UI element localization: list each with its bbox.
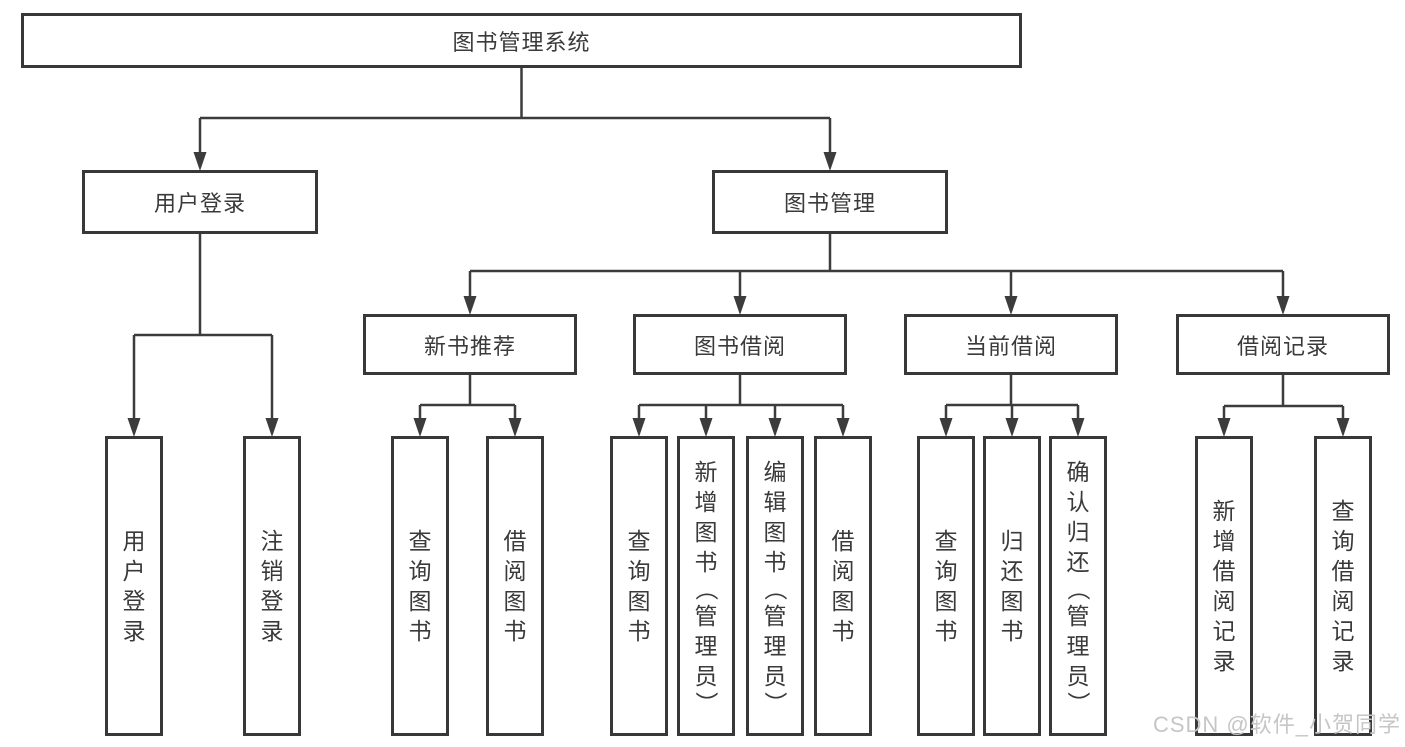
- node-label: 图书借阅: [693, 333, 786, 359]
- leaf-edit-book-admin: 编辑图书（管理员）: [746, 436, 804, 736]
- node-book-management: 图书管理: [712, 170, 948, 234]
- node-label: 注销登录: [260, 528, 284, 644]
- node-label: 图书管理: [783, 191, 876, 216]
- node-book-borrow: 图书借阅: [633, 314, 847, 375]
- arrowheads: [127, 152, 1350, 437]
- connector-new-book-recommend-to-leaves: [418, 375, 517, 421]
- node-label: 图书管理系统: [452, 29, 591, 55]
- node-label: 查询图书: [408, 528, 432, 644]
- node-label: 新书推荐: [423, 333, 516, 359]
- leaf-borrow-books-recommend: 借阅图书: [486, 436, 544, 736]
- node-label: 借阅图书: [503, 528, 527, 644]
- node-label: 编辑图书（管理员）: [762, 459, 788, 715]
- node-borrow-records: 借阅记录: [1176, 314, 1390, 375]
- connector-book-borrow-to-leaves: [637, 375, 845, 421]
- leaf-query-borrow-record: 查询借阅记录: [1314, 436, 1372, 736]
- connector-book-management-to-level3: [468, 234, 1285, 299]
- leaf-logout-login: 注销登录: [243, 436, 301, 736]
- node-library-management-system: 图书管理系统: [21, 13, 1022, 68]
- leaf-query-books-current: 查询图书: [917, 436, 975, 736]
- node-label: 用户登录: [122, 528, 146, 644]
- leaf-return-books: 归还图书: [983, 436, 1041, 736]
- node-label: 当前借阅: [964, 333, 1057, 359]
- node-label: 借阅图书: [831, 528, 855, 644]
- node-label: 新增图书（管理员）: [693, 459, 719, 715]
- node-label: 查询图书: [627, 528, 651, 644]
- node-current-borrow: 当前借阅: [904, 314, 1118, 375]
- node-label: 新增借阅记录: [1212, 498, 1236, 674]
- node-label: 用户登录: [153, 191, 246, 216]
- leaf-user-login: 用户登录: [105, 436, 163, 736]
- leaf-borrow-books-borrow: 借阅图书: [814, 436, 872, 736]
- connector-user-login-to-leaves: [132, 234, 274, 421]
- leaf-query-books-borrow: 查询图书: [610, 436, 668, 736]
- connector-borrow-records-to-leaves: [1222, 375, 1345, 421]
- csdn-watermark: CSDN @软件_小贺同学: [1152, 712, 1401, 737]
- leaf-add-borrow-record: 新增借阅记录: [1195, 436, 1253, 736]
- node-user-login: 用户登录: [82, 170, 318, 234]
- node-label: 归还图书: [1000, 528, 1024, 644]
- node-label: 借阅记录: [1236, 333, 1329, 359]
- connector-root-to-level2: [198, 68, 832, 155]
- node-label: 查询借阅记录: [1331, 498, 1355, 674]
- leaf-confirm-return-admin: 确认归还（管理员）: [1049, 436, 1107, 736]
- node-label: 查询图书: [934, 528, 958, 644]
- leaf-query-books-recommend: 查询图书: [391, 436, 449, 736]
- leaf-add-book-admin: 新增图书（管理员）: [677, 436, 735, 736]
- node-label: 确认归还（管理员）: [1065, 459, 1091, 715]
- node-new-book-recommend: 新书推荐: [363, 314, 577, 375]
- connector-current-borrow-to-leaves: [944, 375, 1080, 421]
